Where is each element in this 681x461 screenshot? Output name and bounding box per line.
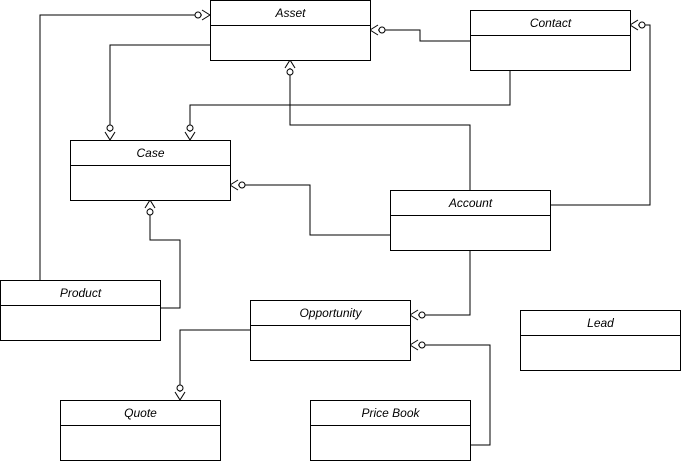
relationship-account-opportunity xyxy=(409,250,471,321)
entity-contact[interactable]: Contact xyxy=(470,10,631,71)
entity-title: Quote xyxy=(61,401,220,426)
entity-opportunity[interactable]: Opportunity xyxy=(250,300,411,361)
relationship-account-contact xyxy=(550,19,651,206)
relationship-contact-case xyxy=(184,70,511,141)
entity-case[interactable]: Case xyxy=(70,140,231,201)
entity-title: Asset xyxy=(211,1,370,26)
relationship-contact-asset xyxy=(369,24,470,42)
entity-title: Opportunity xyxy=(251,301,410,326)
entity-title: Price Book xyxy=(311,401,470,426)
entity-title: Case xyxy=(71,141,230,166)
entity-price-book[interactable]: Price Book xyxy=(310,400,471,461)
relationship-opportunity-quote xyxy=(174,329,250,401)
relationship-product-asset xyxy=(39,9,211,280)
relationship-account-case xyxy=(229,179,390,236)
entity-title: Account xyxy=(391,191,550,216)
entity-title: Lead xyxy=(521,311,680,336)
entity-title: Product xyxy=(1,281,160,306)
relationship-asset-case xyxy=(104,44,210,141)
relationship-account-asset xyxy=(284,59,471,190)
relationship-product-case xyxy=(144,199,181,309)
entity-asset[interactable]: Asset xyxy=(210,0,371,61)
relationship-pricebook-opportunity xyxy=(409,339,491,446)
entity-product[interactable]: Product xyxy=(0,280,161,341)
entity-quote[interactable]: Quote xyxy=(60,400,221,461)
entity-lead[interactable]: Lead xyxy=(520,310,681,371)
entity-account[interactable]: Account xyxy=(390,190,551,251)
entity-title: Contact xyxy=(471,11,630,36)
